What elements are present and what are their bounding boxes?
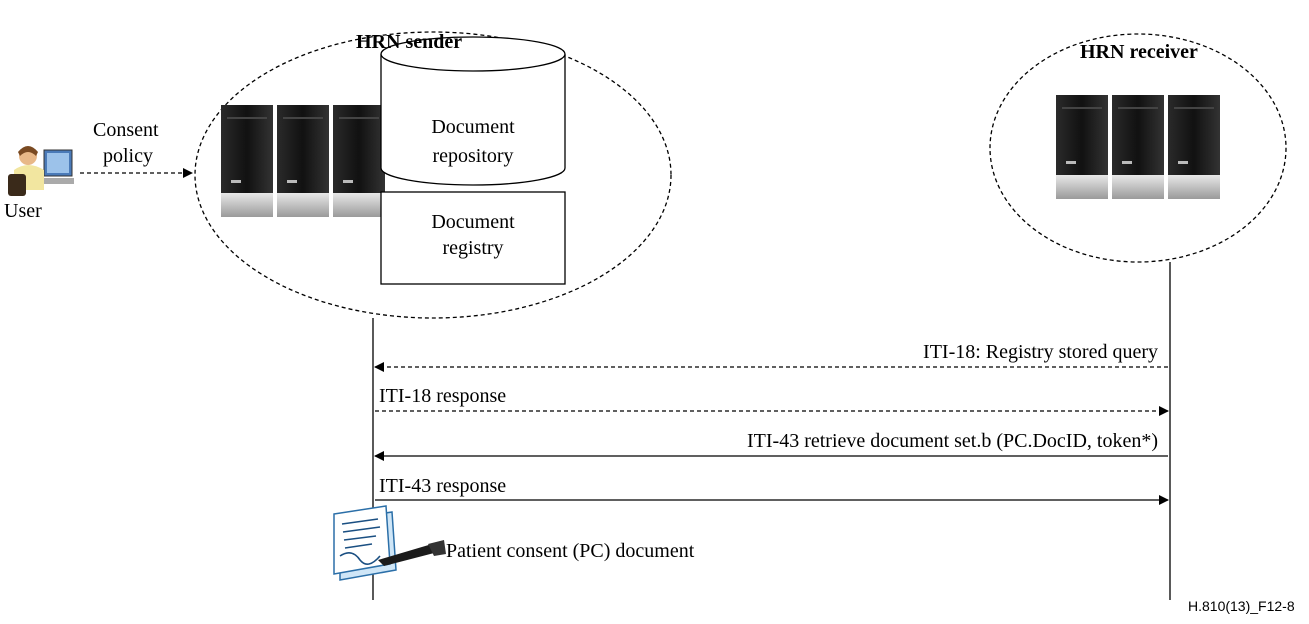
policy-label: policy — [103, 145, 153, 167]
receiver-boundary — [989, 33, 1287, 263]
message-label-iti43-retrieve: ITI-43 retrieve document set.b (PC.DocID… — [747, 430, 1158, 452]
sender-boundary — [194, 31, 672, 319]
consent-label: Consent — [93, 119, 159, 141]
user-icon — [8, 146, 74, 196]
figure-id: H.810(13)_F12-8 — [1188, 598, 1295, 614]
registry-label-line2: registry — [442, 237, 504, 259]
document-label: Patient consent (PC) document — [446, 540, 695, 562]
document-registry-box — [380, 191, 566, 285]
document-repository-cylinder — [380, 36, 566, 186]
document-icon — [333, 505, 446, 581]
message-label-iti18-query: ITI-18: Registry stored query — [923, 341, 1158, 363]
message-label-iti43-response: ITI-43 response — [379, 475, 507, 497]
repository-label-line1: Document — [431, 116, 515, 138]
sender-title: HRN sender — [356, 31, 463, 53]
receiver-server-icon — [1056, 95, 1220, 199]
repository-label-line2: repository — [432, 145, 514, 167]
registry-label-line1: Document — [431, 211, 515, 233]
user-label: User — [4, 200, 42, 222]
message-label-iti18-response: ITI-18 response — [379, 385, 507, 407]
receiver-title: HRN receiver — [1080, 41, 1198, 63]
sender-server-icon — [221, 105, 385, 217]
